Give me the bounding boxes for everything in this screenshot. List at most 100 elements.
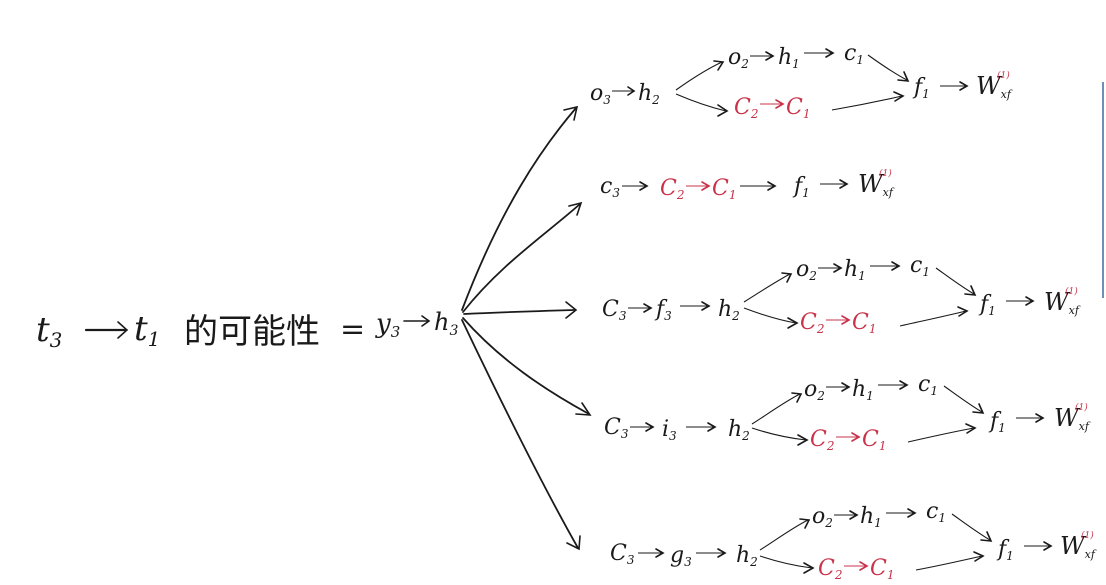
branch-5-chain-1: g3 [670, 543, 692, 569]
branch-1-upper-2: h1 [778, 45, 800, 71]
fan-edge-1 [461, 105, 579, 311]
branch-1-lower-2: C1 [786, 95, 810, 121]
t3-symbol: t3 [36, 310, 62, 352]
t1-symbol: t1 [134, 309, 160, 351]
branch-5-lower-arrow [844, 561, 869, 571]
branch-4-chain-2: h2 [728, 417, 750, 443]
branch-5-arrow-b [696, 548, 727, 558]
branch-3-upper-2: h1 [844, 257, 866, 283]
branch-3-lower-arrow [826, 315, 851, 325]
branch-4-upper-2: h1 [852, 377, 874, 403]
h3-symbol: h3 [434, 308, 458, 339]
branch-4-w: Wxf(1) [1054, 402, 1091, 433]
root-arrow-2 [403, 315, 431, 327]
branch-2-w: Wxf(1) [858, 168, 895, 199]
branch-3-upper-3: c1 [910, 253, 930, 279]
fan-edge-5 [461, 319, 581, 551]
branch-1-upper-arrow-2 [804, 48, 835, 58]
branch-3-lower-2: C1 [852, 310, 876, 336]
branch-1-w: Wxf(1) [976, 70, 1013, 101]
fan-edge-3 [463, 301, 578, 319]
branch-1-upper-3: c1 [844, 41, 864, 67]
branch-5-upper-2: h1 [860, 504, 882, 530]
branch-4-arrow-a [630, 422, 655, 432]
branch-2-arrow-b [740, 181, 777, 191]
branch-1: o3 h2 o2 h1 c1 C2 C1 f1 Wxf(1) [590, 41, 1013, 121]
branch-3-upper-arrow-1 [818, 263, 843, 273]
branch-3-w: Wxf(1) [1044, 286, 1081, 317]
root-equation: t3 t1 的可能性 = y3 h3 [36, 308, 458, 352]
branch-5-arrow-a [638, 548, 665, 558]
equals-sign: = [340, 312, 365, 347]
branch-1-split-up [675, 60, 725, 91]
branch-5-upper-1: o2 [812, 504, 833, 530]
branch-3-final-arrow [1006, 296, 1035, 306]
branch-2: c3 C2 C1 f1 Wxf(1) [600, 168, 895, 202]
possibility-phrase: 的可能性 [184, 312, 320, 352]
branch-2-arrow-a [622, 181, 649, 191]
branch-4-split-up [751, 392, 803, 425]
branch-4-lower-1: C2 [810, 427, 834, 453]
branch-3-merge-down [899, 306, 969, 327]
branch-3-split-up [743, 272, 793, 303]
branch-1-lower-arrow [760, 99, 785, 109]
branch-5-lower-2: C1 [870, 556, 894, 582]
branch-1-arrow-a [612, 86, 636, 96]
branch-3-lower-1: C2 [800, 310, 824, 336]
branch-3: C3 f3 h2 o2 h1 c1 C2 C1 f1 Wxf(1) [602, 253, 1081, 336]
branch-1-merge-up [867, 54, 910, 82]
branch-4-final-arrow [1016, 413, 1045, 423]
branch-5-start: C3 [610, 541, 635, 567]
branch-5-merge-up [951, 513, 993, 542]
branch-4-lower-2: C1 [862, 427, 886, 453]
branch-5-final-arrow [1024, 541, 1053, 551]
branch-3-split-down [743, 307, 799, 329]
branch-2-lower-1: C2 [660, 176, 684, 202]
branch-5-lower-1: C2 [818, 556, 842, 582]
branch-5-chain-2: h2 [736, 543, 758, 569]
branch-3-upper-arrow-2 [870, 261, 901, 271]
branch-4-upper-arrow-1 [826, 382, 851, 392]
y3-symbol: y3 [375, 309, 400, 341]
branch-2-final-arrow [820, 179, 849, 189]
branch-4-lower-arrow [836, 432, 861, 442]
branch-1-lower-1: C2 [734, 95, 758, 121]
branch-4-f: f1 [988, 409, 1006, 435]
branch-5: C3 g3 h2 o2 h1 c1 C2 C1 f1 Wxf(1) [610, 499, 1097, 582]
branch-4-merge-up [943, 385, 985, 414]
branch-1-chain-1: h2 [638, 81, 660, 107]
branch-5-upper-arrow-2 [886, 508, 917, 518]
branch-3-merge-up [935, 267, 977, 296]
branch-1-merge-down [831, 91, 905, 111]
branch-5-merge-down [915, 551, 985, 571]
branch-4-upper-3: c1 [918, 372, 938, 398]
branch-2-red-arrow [686, 181, 711, 191]
branch-3-upper-1: o2 [796, 257, 817, 283]
fan-edge-2 [462, 201, 583, 313]
branch-1-f: f1 [912, 75, 930, 101]
branch-4: C3 i3 h2 o2 h1 c1 C2 C1 f1 Wxf(1) [604, 372, 1091, 453]
branch-5-split-up [759, 518, 811, 551]
branch-4-upper-arrow-2 [878, 380, 909, 390]
branch-4-upper-1: o2 [804, 377, 825, 403]
branch-3-chain-1: f3 [654, 297, 672, 323]
branch-3-f: f1 [978, 292, 996, 318]
branch-4-merge-down [907, 423, 977, 443]
branch-3-start: C3 [602, 297, 627, 323]
page-edge-line [1102, 82, 1104, 298]
branch-5-upper-arrow-1 [834, 510, 859, 520]
fan-edges [461, 105, 592, 551]
branch-5-w: Wxf(1) [1060, 530, 1097, 561]
branch-4-split-down [751, 427, 809, 446]
branch-2-f: f1 [792, 174, 810, 200]
branch-5-f: f1 [996, 537, 1014, 563]
branch-1-start: o3 [590, 81, 611, 107]
root-arrow-1 [84, 321, 129, 339]
branch-5-upper-3: c1 [926, 499, 946, 525]
branch-4-start: C3 [604, 415, 629, 441]
branch-1-upper-1: o2 [728, 45, 749, 71]
branch-3-arrow-b [680, 301, 711, 311]
branch-1-final-arrow [940, 81, 969, 91]
